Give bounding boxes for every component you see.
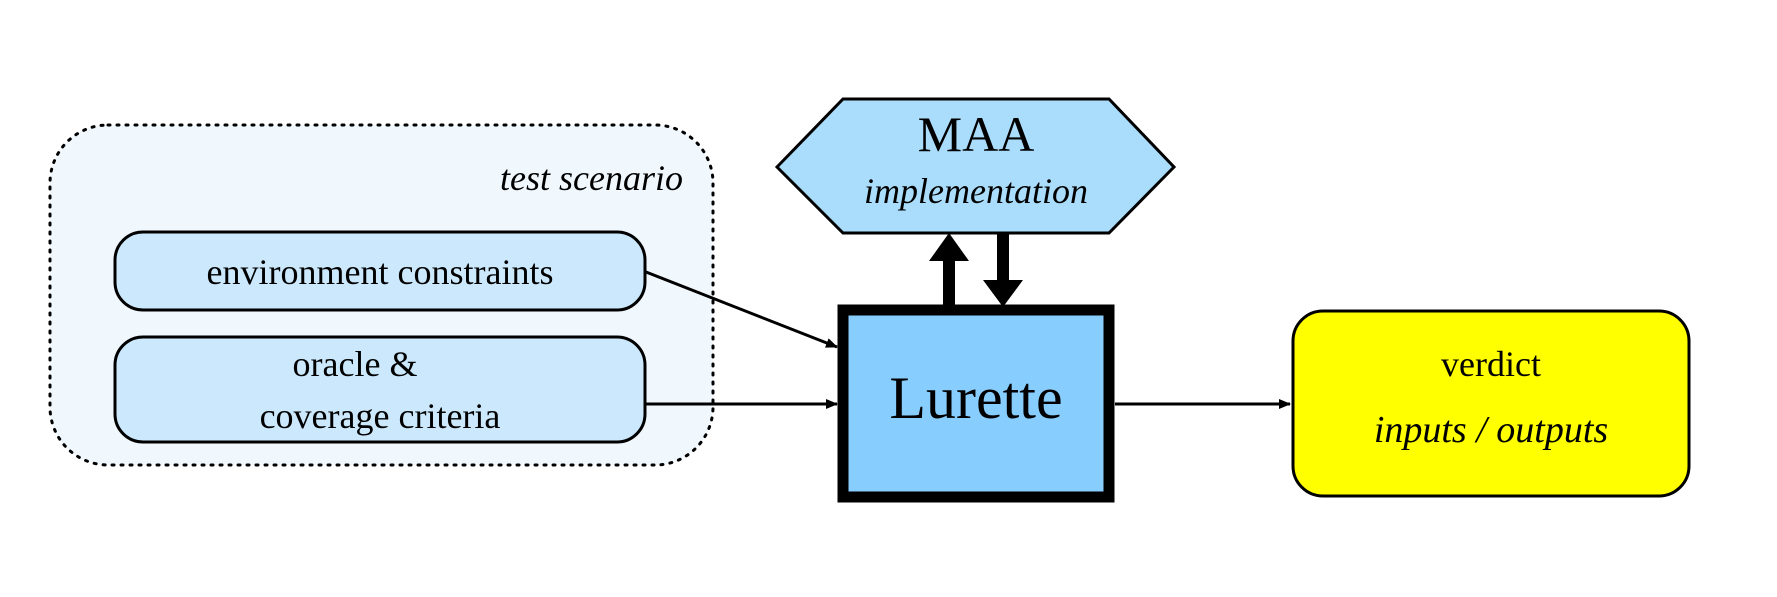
verdict-box[interactable] (1291, 309, 1691, 498)
lurette-box[interactable] (837, 304, 1115, 503)
edges (645, 233, 1291, 409)
oracle-coverage-box[interactable] (113, 335, 647, 444)
verdict-node[interactable]: verdict inputs / outputs (1291, 309, 1691, 498)
test-scenario-label: test scenario (500, 158, 683, 198)
verdict-subtitle: inputs / outputs (1374, 409, 1608, 451)
environment-constraints-box[interactable] (113, 230, 647, 312)
edge-lurette-to-maa (929, 233, 969, 307)
edge-env-to-lurette (645, 270, 838, 349)
environment-constraints-label: environment constraints (207, 252, 554, 292)
maa-subtitle: implementation (864, 171, 1088, 211)
oracle-label-line2: coverage criteria (260, 396, 501, 436)
lurette-node[interactable]: Lurette (837, 304, 1115, 503)
oracle-label-line1: oracle & (293, 344, 418, 384)
oracle-coverage-node[interactable]: oracle & coverage criteria (113, 335, 647, 444)
environment-constraints-node[interactable]: environment constraints (113, 230, 647, 312)
verdict-title: verdict (1441, 344, 1541, 384)
edge-maa-to-lurette (983, 234, 1023, 307)
lurette-label: Lurette (889, 365, 1062, 431)
maa-title: MAA (918, 106, 1035, 162)
maa-node[interactable]: MAA implementation (774, 97, 1177, 235)
maa-hexagon[interactable] (774, 97, 1177, 235)
